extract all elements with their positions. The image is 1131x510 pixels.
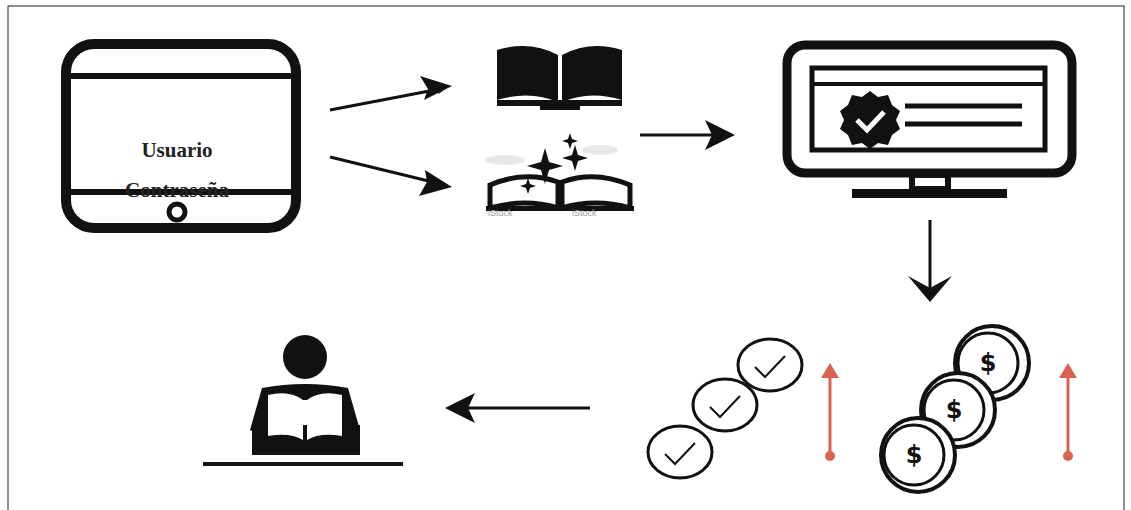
arrow-heads <box>419 76 952 423</box>
phone-node: UsuarioContraseña <box>60 38 302 234</box>
coin-symbol: $ <box>946 396 963 424</box>
frame <box>8 6 1124 510</box>
login-field-text: Contraseña <box>56 178 298 203</box>
reader-icon <box>203 335 403 466</box>
watermark: iStock <box>572 208 597 218</box>
flow-arrows <box>330 88 930 408</box>
magic-book-icon <box>485 133 634 211</box>
watermark: iStock <box>488 208 513 218</box>
coin-symbol: $ <box>980 349 997 377</box>
check-circles <box>648 339 802 478</box>
login-field-text: Usuario <box>56 138 298 163</box>
monitor-icon <box>787 45 1072 198</box>
phone-outline <box>60 38 302 234</box>
coin-symbol: $ <box>906 441 923 469</box>
coins <box>881 326 1029 492</box>
book-icon <box>497 46 622 110</box>
